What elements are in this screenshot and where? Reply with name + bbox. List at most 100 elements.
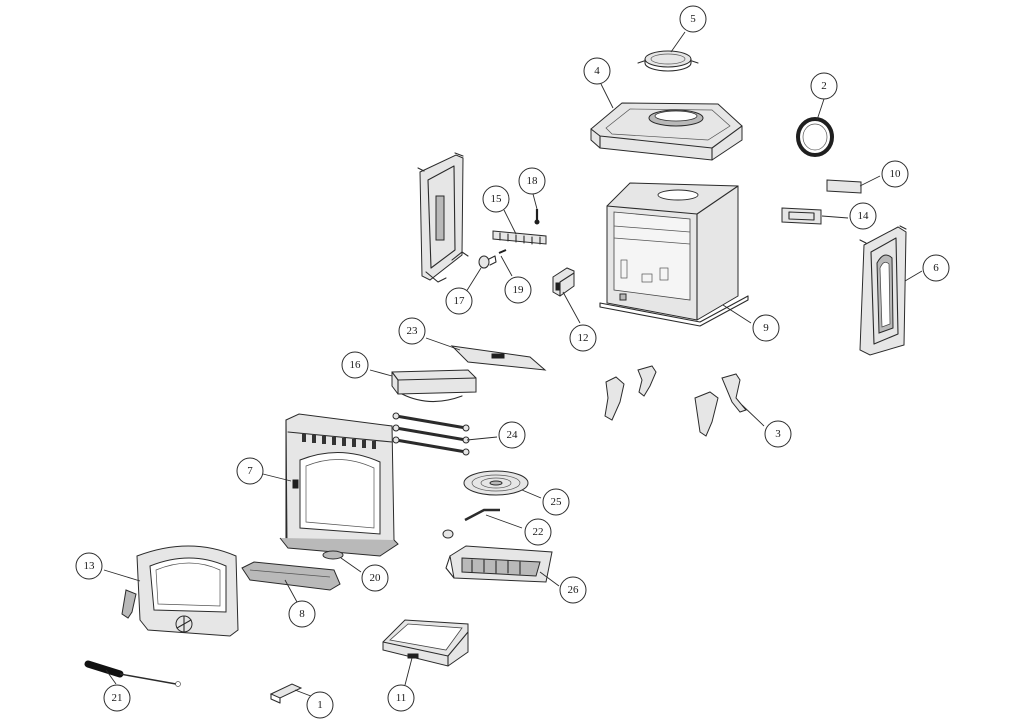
svg-text:9: 9	[763, 322, 769, 334]
svg-text:14: 14	[858, 210, 870, 222]
callout-23: 23	[398, 317, 426, 345]
svg-text:11: 11	[396, 692, 407, 704]
callout-bubbles: 1 2 3 4 5 6 7 8 9 10 11 12 13 14 15 16 1…	[75, 5, 950, 719]
callout-26: 26	[559, 576, 587, 604]
part-rods	[392, 412, 470, 456]
callout-1: 1	[306, 691, 334, 719]
leader-16	[369, 369, 393, 377]
callout-13: 13	[75, 552, 103, 580]
svg-text:22: 22	[533, 526, 544, 538]
leader-lines	[103, 31, 923, 699]
leader-19	[500, 255, 513, 277]
svg-text:12: 12	[578, 332, 589, 344]
leader-6	[904, 270, 923, 282]
svg-text:10: 10	[890, 168, 902, 180]
leader-22	[485, 514, 523, 529]
part-ash-pan	[382, 619, 469, 667]
svg-text:8: 8	[299, 608, 305, 620]
leader-2	[816, 98, 825, 121]
svg-text:3: 3	[775, 428, 781, 440]
svg-text:25: 25	[551, 496, 563, 508]
leader-11	[404, 657, 413, 686]
callout-2: 2	[810, 72, 838, 100]
part-pin	[534, 209, 540, 225]
part-baffle-plate	[450, 345, 547, 371]
part-screw	[498, 249, 507, 254]
part-top-plate	[590, 102, 743, 161]
leader-9	[722, 304, 752, 324]
callout-25: 25	[542, 488, 570, 516]
leader-21	[105, 669, 117, 685]
leader-4	[600, 83, 614, 109]
part-door	[121, 545, 239, 637]
leader-13	[103, 569, 141, 582]
part-side-panel-left	[417, 152, 469, 283]
part-gasket-ring	[796, 117, 834, 157]
svg-text:17: 17	[454, 295, 466, 307]
part-riddling-tool	[442, 508, 500, 539]
callout-18: 18	[518, 167, 546, 195]
part-poker	[84, 660, 181, 687]
callout-19: 19	[504, 276, 532, 304]
part-air-slide	[492, 230, 547, 245]
callout-17: 17	[445, 287, 473, 315]
leader-26	[539, 571, 560, 587]
leader-17	[465, 267, 482, 293]
callout-9: 9	[752, 314, 780, 342]
callout-6: 6	[922, 254, 950, 282]
part-bracket	[552, 267, 575, 297]
part-framed-plate	[781, 207, 822, 225]
callout-24: 24	[498, 421, 526, 449]
callout-3: 3	[764, 420, 792, 448]
part-small-gasket	[322, 550, 344, 560]
leader-12	[562, 291, 581, 324]
svg-text:7: 7	[247, 465, 253, 477]
leader-7	[262, 473, 292, 482]
part-firebox-body	[599, 182, 749, 327]
svg-text:21: 21	[112, 692, 123, 704]
svg-text:23: 23	[407, 325, 419, 337]
leader-15	[503, 209, 517, 235]
callout-12: 12	[569, 324, 597, 352]
svg-text:4: 4	[594, 65, 600, 77]
svg-text:15: 15	[491, 193, 503, 205]
callout-10: 10	[881, 160, 909, 188]
leader-8	[284, 579, 298, 603]
svg-text:2: 2	[821, 80, 827, 92]
callout-14: 14	[849, 202, 877, 230]
part-door-frame	[279, 413, 399, 557]
part-knob	[478, 255, 497, 269]
callout-8: 8	[288, 600, 316, 628]
callout-15: 15	[482, 185, 510, 213]
leader-24	[466, 436, 498, 441]
part-throat-plate	[391, 369, 477, 403]
leader-14	[821, 215, 849, 219]
svg-text:5: 5	[690, 13, 696, 25]
svg-text:19: 19	[513, 284, 525, 296]
leader-5	[670, 31, 686, 53]
leader-20	[340, 557, 362, 573]
part-flue-collar	[637, 50, 699, 72]
svg-text:20: 20	[370, 572, 382, 584]
part-cover-plate	[826, 179, 862, 194]
callout-22: 22	[524, 518, 552, 546]
svg-text:24: 24	[507, 429, 519, 441]
part-lever	[269, 683, 303, 704]
callout-16: 16	[341, 351, 369, 379]
part-ash-lip	[241, 561, 341, 591]
callout-4: 4	[583, 57, 611, 85]
svg-text:6: 6	[933, 262, 939, 274]
callout-21: 21	[103, 684, 131, 712]
callout-5: 5	[679, 5, 707, 33]
part-grate-frame	[445, 545, 553, 583]
callout-20: 20	[361, 564, 389, 592]
part-grate-plate	[463, 470, 529, 496]
svg-text:26: 26	[568, 584, 580, 596]
svg-text:16: 16	[350, 359, 362, 371]
leader-18	[532, 193, 538, 210]
part-legs	[604, 365, 747, 437]
svg-text:18: 18	[527, 175, 539, 187]
part-side-panel-right	[859, 225, 907, 356]
